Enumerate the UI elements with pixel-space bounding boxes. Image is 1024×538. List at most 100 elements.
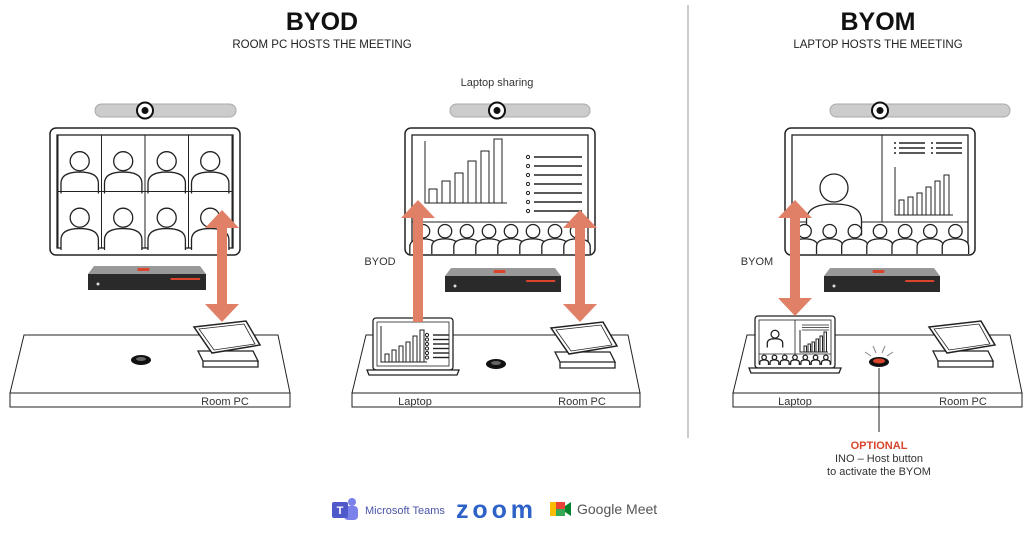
- meet-icon: [550, 502, 558, 516]
- microphone-puck: [486, 359, 506, 369]
- bullet: [931, 152, 933, 154]
- table-front: [732, 392, 1023, 408]
- google-meet-logo: Google Meet: [550, 501, 657, 517]
- person-head-icon: [156, 151, 177, 172]
- camera-bar-body: [449, 103, 591, 118]
- glow-ray: [872, 345, 877, 354]
- laptop-base: [748, 367, 842, 374]
- arrow-down-head: [205, 304, 239, 322]
- person-body-icon: [60, 227, 100, 250]
- device-button: [96, 282, 100, 286]
- chart-bar: [493, 138, 503, 204]
- arrow-down-head: [778, 298, 812, 316]
- teams-icon: [332, 502, 348, 518]
- person-head-icon: [922, 223, 938, 239]
- bullet: [525, 190, 531, 196]
- device-label: [526, 280, 556, 282]
- microphone-puck: [131, 355, 151, 365]
- chart-axis: [894, 167, 953, 216]
- camera-bar-body: [94, 103, 237, 118]
- signal-arrow: [401, 200, 435, 322]
- person-body-icon: [815, 238, 844, 254]
- laptop-sharing-caption: Laptop sharing: [461, 77, 534, 89]
- person-body-icon: [891, 238, 919, 254]
- person-head-icon: [812, 354, 819, 361]
- chart-bar: [467, 160, 477, 204]
- person-head-icon: [822, 354, 829, 361]
- person-body-icon: [147, 171, 187, 194]
- person-head-icon: [503, 223, 519, 239]
- person-head-icon: [69, 207, 90, 228]
- chart-axis: [380, 326, 427, 363]
- person-head-icon: [113, 151, 134, 172]
- camera-lens-center: [493, 107, 501, 114]
- device-button: [832, 284, 836, 288]
- touch-panel: [927, 320, 997, 368]
- arrow-shaft: [217, 228, 227, 304]
- device-front: [824, 276, 940, 292]
- chart-bar: [823, 331, 827, 353]
- bullet: [525, 181, 531, 187]
- display-screen: [404, 127, 596, 256]
- room-pc-label-3: Room PC: [939, 396, 987, 408]
- tablet-base: [553, 351, 617, 369]
- person-head-icon: [872, 223, 888, 239]
- bullet: [931, 142, 933, 144]
- laptop-label-3: Laptop: [778, 396, 812, 408]
- bullet: [525, 163, 531, 169]
- chart-bar: [943, 174, 950, 216]
- person-head-icon: [761, 354, 768, 361]
- touch-panel: [549, 321, 619, 369]
- chart-axis: [424, 141, 507, 204]
- chart-bar: [384, 353, 390, 363]
- person-head-icon: [792, 354, 798, 361]
- arrow-down-head: [563, 304, 597, 322]
- person-body-icon: [841, 238, 869, 254]
- person-body-icon: [779, 359, 790, 365]
- meet-label: Google Meet: [577, 501, 657, 517]
- teams-logo: T Microsoft Teams: [332, 498, 445, 520]
- tablet-inner: [555, 324, 613, 352]
- byom-subtitle: LAPTOP HOSTS THE MEETING: [793, 39, 962, 51]
- byom-side-label: BYOM: [741, 256, 773, 268]
- bullet: [525, 208, 531, 214]
- chart-bar: [428, 188, 438, 204]
- device-logo: [872, 270, 885, 273]
- bullet: [894, 142, 896, 144]
- ino-device: [445, 268, 561, 292]
- teams-label: Microsoft Teams: [365, 505, 445, 517]
- bullet: [424, 355, 430, 360]
- chart-bar: [807, 343, 811, 353]
- tablet-inner: [198, 323, 256, 351]
- arrow-shaft: [575, 228, 585, 304]
- laptop-label-2: Laptop: [398, 396, 432, 408]
- device-button: [453, 284, 457, 288]
- puck-top: [873, 358, 885, 364]
- person-body-icon: [810, 359, 821, 365]
- person-head-icon: [819, 173, 849, 203]
- person-head-icon: [771, 354, 778, 361]
- display-screen: [49, 127, 241, 256]
- ino-device: [824, 268, 940, 292]
- bullet: [894, 152, 896, 154]
- person-head-icon: [437, 223, 453, 239]
- device-front: [445, 276, 561, 292]
- laptop-base: [366, 369, 460, 376]
- bullet: [931, 147, 933, 149]
- bullet: [894, 147, 896, 149]
- person-body-icon: [103, 227, 143, 250]
- zoom-logo: zoom: [456, 496, 533, 524]
- person-head-icon: [481, 223, 497, 239]
- svg-text:T: T: [337, 505, 344, 517]
- bullet: [424, 341, 430, 347]
- room-pc-label-1: Room PC: [201, 396, 249, 408]
- device-label: [905, 280, 935, 282]
- person-head-icon: [156, 207, 177, 228]
- byod-side-label: BYOD: [364, 256, 395, 268]
- camera-lens-center: [876, 107, 884, 114]
- byod-title: BYOD: [286, 8, 358, 36]
- teams-icon-dot: [348, 498, 356, 506]
- person-body-icon: [147, 227, 187, 250]
- person-body-icon: [103, 171, 143, 194]
